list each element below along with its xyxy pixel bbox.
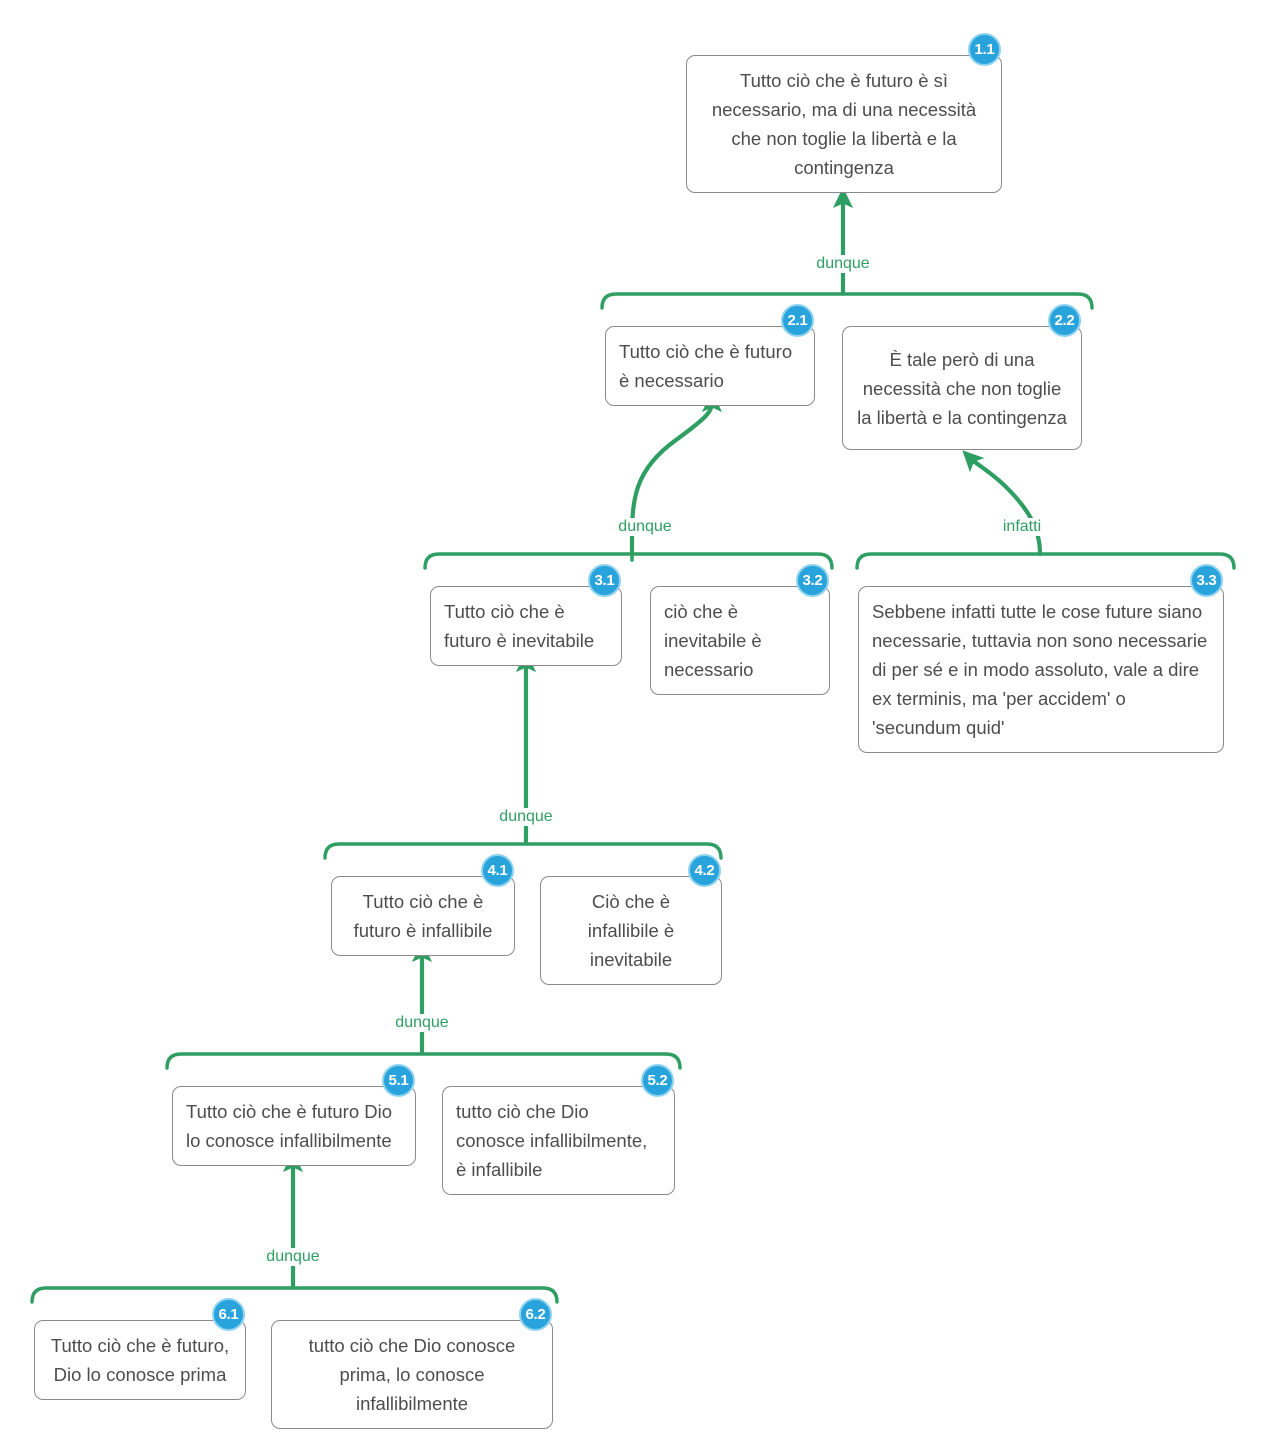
- edge-label-e4: dunque: [497, 808, 555, 826]
- node-3.2[interactable]: ciò che è inevitabile è necessario: [650, 586, 830, 695]
- node-text: Tutto ciò che è futuro, Dio lo conosce p…: [50, 1335, 230, 1385]
- edge-label-e6: dunque: [264, 1248, 322, 1266]
- node-text: Tutto ciò che è futuro è infallibile: [353, 891, 493, 941]
- node-text: tutto ciò che Dio conosce infallibilment…: [456, 1101, 648, 1180]
- node-badge-3.3[interactable]: 3.3: [1190, 564, 1223, 597]
- node-badge-5.1[interactable]: 5.1: [382, 1064, 415, 1097]
- node-badge-3.1[interactable]: 3.1: [588, 564, 621, 597]
- edge-label-e1: dunque: [814, 255, 872, 273]
- node-text: Tutto ciò che è futuro è necessario: [619, 341, 793, 391]
- node-3.1[interactable]: Tutto ciò che è futuro è inevitabile: [430, 586, 622, 666]
- node-text: Tutto ciò che è futuro è inevitabile: [444, 601, 595, 651]
- premise-bracket: [855, 552, 1236, 570]
- edge-3-to-2_2: [962, 450, 1043, 557]
- node-text: Tutto ciò che è futuro è sì necessario, …: [711, 70, 977, 178]
- premise-bracket: [165, 1052, 682, 1070]
- node-text: tutto ciò che Dio conosce prima, lo cono…: [308, 1335, 516, 1414]
- node-badge-6.2[interactable]: 6.2: [519, 1298, 552, 1331]
- node-badge-5.2[interactable]: 5.2: [641, 1064, 674, 1097]
- premise-bracket: [600, 292, 1094, 310]
- edge-label-e3: infatti: [1000, 518, 1044, 536]
- node-3.3[interactable]: Sebbene infatti tutte le cose future sia…: [858, 586, 1224, 753]
- premise-bracket: [423, 552, 834, 570]
- node-badge-6.1[interactable]: 6.1: [212, 1298, 245, 1331]
- node-5.2[interactable]: tutto ciò che Dio conosce infallibilment…: [442, 1086, 675, 1195]
- node-6.1[interactable]: Tutto ciò che è futuro, Dio lo conosce p…: [34, 1320, 246, 1400]
- node-badge-1.1[interactable]: 1.1: [968, 33, 1001, 66]
- node-text: Sebbene infatti tutte le cose future sia…: [872, 601, 1208, 738]
- edge-label-e5: dunque: [393, 1014, 451, 1032]
- node-text: È tale però di una necessità che non tog…: [857, 348, 1067, 428]
- node-4.2[interactable]: Ciò che è infallibile è inevitabile: [540, 876, 722, 985]
- node-2.1[interactable]: Tutto ciò che è futuro è necessario: [605, 326, 815, 406]
- node-text: Ciò che è infallibile è inevitabile: [587, 891, 675, 970]
- node-badge-4.1[interactable]: 4.1: [481, 854, 514, 887]
- node-text: ciò che è inevitabile è necessario: [664, 601, 762, 680]
- node-badge-3.2[interactable]: 3.2: [796, 564, 829, 597]
- node-1.1[interactable]: Tutto ciò che è futuro è sì necessario, …: [686, 55, 1002, 193]
- premise-bracket: [30, 1286, 559, 1304]
- node-badge-2.2[interactable]: 2.2: [1048, 304, 1081, 337]
- premise-bracket: [323, 842, 723, 860]
- node-5.1[interactable]: Tutto ciò che è futuro Dio lo conosce in…: [172, 1086, 416, 1166]
- node-badge-4.2[interactable]: 4.2: [688, 854, 721, 887]
- node-badge-2.1[interactable]: 2.1: [781, 304, 814, 337]
- node-4.1[interactable]: Tutto ciò che è futuro è infallibile: [331, 876, 515, 956]
- edge-label-e2: dunque: [616, 518, 674, 536]
- node-text: Tutto ciò che è futuro Dio lo conosce in…: [186, 1101, 393, 1151]
- node-6.2[interactable]: tutto ciò che Dio conosce prima, lo cono…: [271, 1320, 553, 1429]
- node-2.2[interactable]: È tale però di una necessità che non tog…: [842, 326, 1082, 450]
